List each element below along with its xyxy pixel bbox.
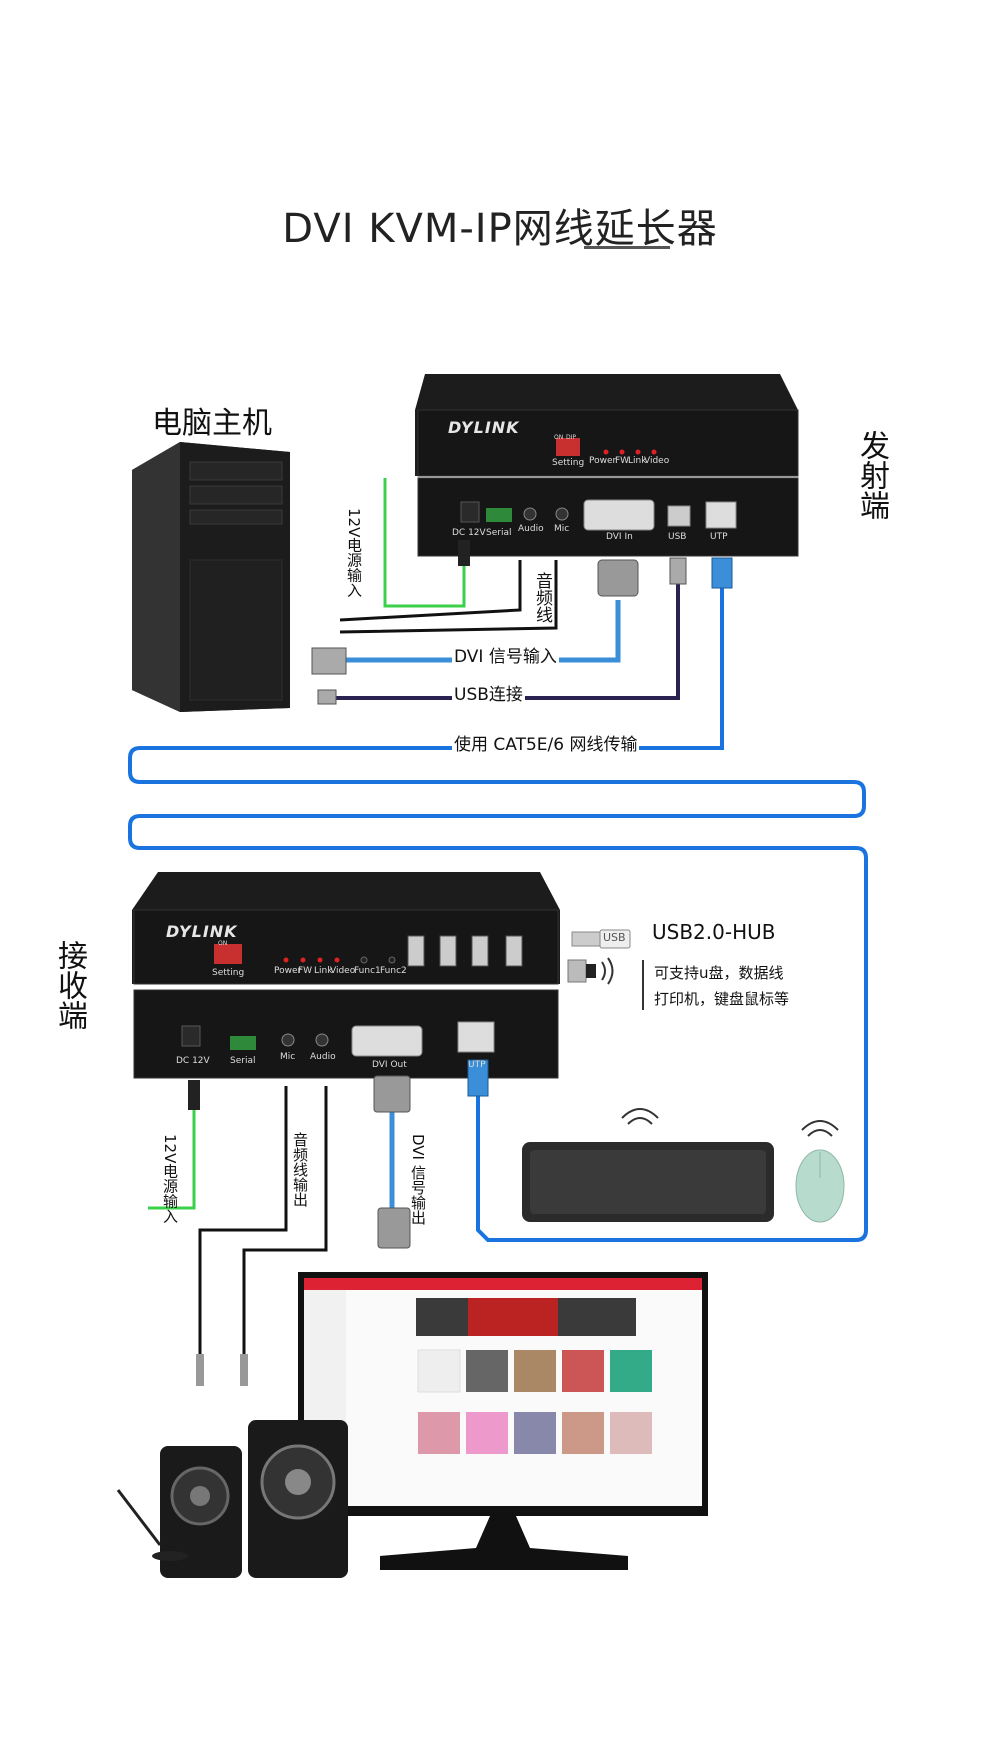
rx-label-video: Video [330, 966, 356, 976]
tx-dip-label: DIP [566, 434, 577, 441]
page-title: DVI KVM-IP网线延长器 [282, 206, 718, 252]
pc-label: 电脑主机 [152, 406, 272, 441]
speakers [116, 1420, 348, 1578]
rx-label-fw: FW [298, 966, 313, 976]
cable-label-cat: 使用 CAT5E/6 网线传输 [452, 730, 640, 755]
transmitter-label: 发射端 [854, 430, 889, 520]
cable-label-power-rx: 12V电源输入 [161, 1134, 179, 1224]
rx-label-utp: UTP [468, 1060, 486, 1070]
rx-label-serial: Serial [230, 1056, 256, 1066]
rx-label-setting: Setting [212, 968, 245, 978]
tx-label-mic: Mic [554, 524, 570, 534]
pc-tower [132, 442, 290, 712]
tx-label-fw: FW [615, 456, 630, 466]
receiver-brand: DYLINK [166, 922, 238, 941]
rx-label-link: Link [314, 966, 333, 976]
tx-label-utp: UTP [710, 532, 728, 542]
usb-stick-label: USB [603, 931, 626, 944]
tx-label-usb: USB [668, 532, 687, 542]
tx-label-audio: Audio [518, 524, 544, 534]
transmitter-unit [415, 374, 799, 557]
tx-label-link: Link [628, 456, 647, 466]
cable-label-dvi-out: DVI 信号输出 [409, 1134, 427, 1225]
mouse [795, 1120, 845, 1223]
hub-note-1: 可支持u盘，数据线 [654, 964, 784, 982]
cable-label-audio: 音频线 [532, 572, 552, 623]
tx-label-power: Power [589, 456, 617, 466]
rx-label-dvi-out: DVI Out [372, 1060, 407, 1070]
tx-dip-on: ON [554, 434, 564, 441]
hub-divider [642, 960, 644, 1010]
rx-label-power: Power [274, 966, 302, 976]
tx-label-serial: Serial [486, 528, 512, 538]
receiver-unit [132, 872, 560, 1079]
rx-label-dc12v: DC 12V [176, 1056, 210, 1066]
cable-label-usb: USB连接 [452, 680, 525, 705]
rx-label-audio: Audio [310, 1052, 336, 1062]
monitor [298, 1272, 708, 1570]
tx-label-dvi-in: DVI In [606, 532, 633, 542]
tx-label-video: Video [644, 456, 670, 466]
rx-label-func1: Func1 [354, 966, 381, 976]
rx-dip-on: ON [218, 940, 228, 947]
cable-label-audio-out: 音频线输出 [291, 1132, 309, 1207]
hub-title: USB2.0-HUB [652, 920, 776, 944]
rx-label-mic: Mic [280, 1052, 296, 1062]
hub-note-2: 打印机，键盘鼠标等 [654, 990, 790, 1008]
tx-label-dc12v: DC 12V [452, 528, 486, 538]
cable-label-dvi-in: DVI 信号输入 [452, 642, 559, 667]
receiver-label: 接收端 [52, 940, 87, 1030]
title-underline [584, 246, 670, 249]
tx-label-setting: Setting [552, 458, 585, 468]
rx-label-func2: Func2 [380, 966, 407, 976]
transmitter-brand: DYLINK [448, 418, 520, 437]
keyboard [522, 1108, 774, 1222]
cable-label-power-tx: 12V电源输入 [345, 508, 363, 598]
